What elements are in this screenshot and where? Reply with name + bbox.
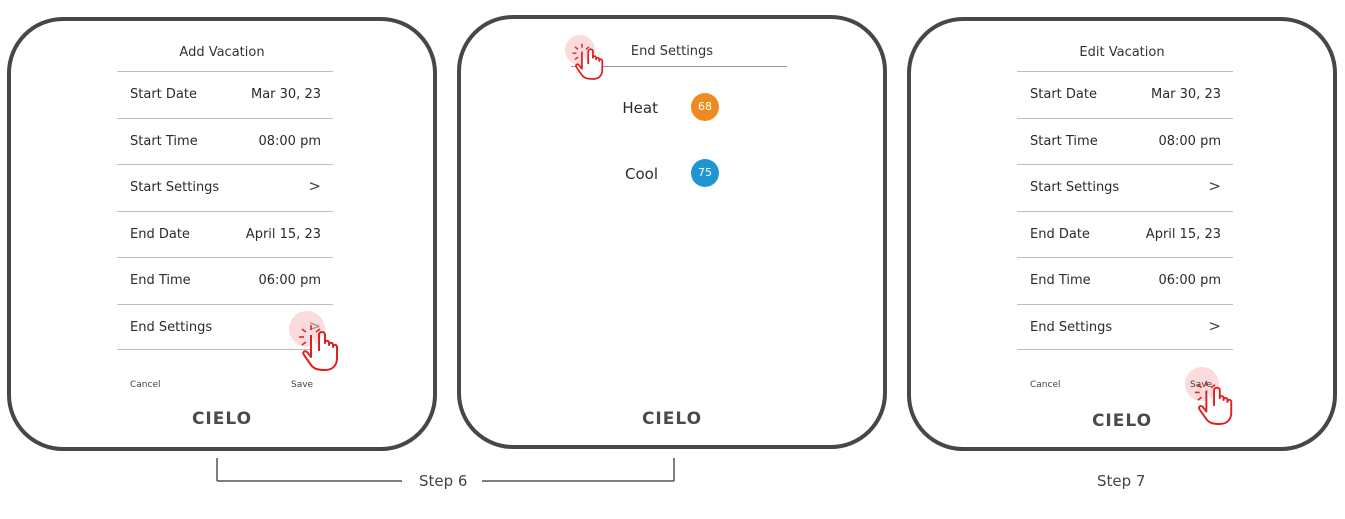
cancel-button[interactable]: Cancel	[1030, 380, 1061, 390]
row-label: End Time	[1030, 273, 1091, 288]
row-end-time[interactable]: End Time 06:00 pm	[1017, 257, 1233, 304]
cielo-logo: CIELO	[1091, 411, 1153, 431]
step6-label: Step 6	[419, 472, 468, 490]
row-label: End Date	[1030, 226, 1090, 242]
screen-title: End Settings	[630, 44, 714, 59]
row-start-date[interactable]: Start Date Mar 30, 23	[1017, 71, 1233, 118]
edit-vacation-screen: Edit Vacation Start Date Mar 30, 23 Star…	[907, 17, 1337, 451]
row-start-settings[interactable]: Start Settings >	[1017, 164, 1233, 211]
vacation-settings-list: Start Date Mar 30, 23 Start Time 08:00 p…	[117, 71, 333, 350]
heat-label: Heat	[622, 99, 658, 117]
row-value: April 15, 23	[1145, 226, 1221, 242]
row-value: April 15, 23	[245, 226, 321, 242]
row-label: End Time	[130, 273, 191, 288]
cielo-logo: CIELO	[641, 409, 703, 429]
screen-title: Edit Vacation	[1079, 45, 1165, 60]
row-label: Start Settings	[130, 180, 220, 195]
cool-label: Cool	[625, 165, 658, 183]
row-label: Start Date	[130, 87, 197, 102]
cool-value-badge[interactable]: 75	[691, 159, 719, 187]
row-value: 06:00 pm	[258, 273, 321, 288]
row-start-settings[interactable]: Start Settings >	[117, 164, 333, 211]
step7-label: Step 7	[1097, 472, 1146, 490]
row-value: 06:00 pm	[1158, 273, 1221, 288]
row-label: Start Date	[1030, 87, 1097, 102]
cielo-logo: CIELO	[191, 409, 253, 429]
row-end-date[interactable]: End Date April 15, 23	[117, 210, 333, 258]
row-end-date[interactable]: End Date April 15, 23	[1017, 210, 1233, 258]
row-start-time[interactable]: Start Time 08:00 pm	[117, 117, 333, 165]
row-label: Start Settings	[1030, 180, 1120, 195]
add-vacation-screen: Add Vacation Start Date Mar 30, 23 Start…	[7, 17, 437, 451]
save-button[interactable]: Save	[1190, 380, 1213, 390]
chevron-right-icon: >	[1208, 177, 1221, 195]
chevron-right-icon: >	[1208, 316, 1221, 335]
row-label: End Settings	[130, 319, 213, 335]
row-value: Mar 30, 23	[250, 87, 321, 102]
pointing-hand-icon	[572, 43, 604, 80]
row-end-time[interactable]: End Time 06:00 pm	[117, 257, 333, 304]
end-settings-screen: End Settings Heat 68 Cool 75 CIELO	[457, 15, 887, 449]
row-label: End Date	[130, 226, 190, 242]
row-label: Start Time	[1030, 133, 1098, 149]
heat-value-badge[interactable]: 68	[691, 93, 719, 121]
screen-title: Add Vacation	[179, 45, 265, 60]
row-value: 08:00 pm	[258, 133, 321, 149]
row-value: 08:00 pm	[1158, 133, 1221, 149]
save-button[interactable]: Save	[291, 380, 314, 390]
pointing-hand-icon	[1194, 380, 1233, 425]
step6-bracket	[216, 458, 675, 482]
vacation-settings-list: Start Date Mar 30, 23 Start Time 08:00 p…	[1017, 71, 1233, 350]
row-label: Start Time	[130, 133, 198, 149]
row-start-date[interactable]: Start Date Mar 30, 23	[117, 71, 333, 118]
row-value: Mar 30, 23	[1150, 87, 1221, 102]
row-start-time[interactable]: Start Time 08:00 pm	[1017, 117, 1233, 165]
title-divider	[571, 66, 787, 67]
row-label: End Settings	[1030, 319, 1113, 335]
row-end-settings[interactable]: End Settings >	[1017, 303, 1233, 350]
pointing-hand-icon	[299, 325, 338, 371]
chevron-right-icon: >	[308, 177, 321, 195]
cancel-button[interactable]: Cancel	[130, 380, 161, 390]
